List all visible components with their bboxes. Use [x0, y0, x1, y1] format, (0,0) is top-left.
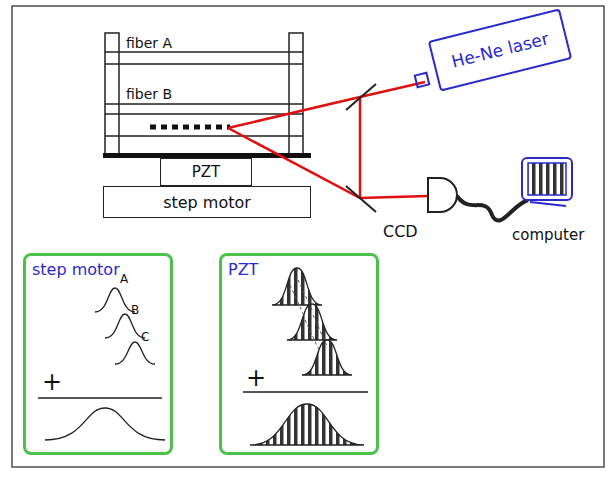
- ccd-detector: [428, 178, 457, 212]
- step-motor-panel: step motor: [23, 253, 173, 455]
- laser-nozzle: [415, 73, 430, 88]
- fiber-label: fiber A: [126, 35, 172, 51]
- mirror: [346, 84, 376, 212]
- plus-sign: +: [42, 368, 62, 396]
- pzt-box: PZT: [160, 158, 252, 186]
- sum-line: [38, 397, 162, 399]
- node-text: PZT: [192, 163, 220, 181]
- fiber-holder: [105, 33, 303, 155]
- node-text: He-Ne laser: [449, 28, 550, 71]
- striped-gaussian: [250, 268, 364, 445]
- cable: [457, 196, 528, 221]
- pzt-panel: PZT: [219, 253, 379, 455]
- curve-label: C: [141, 330, 149, 344]
- device-label: CCD: [383, 222, 418, 241]
- node-text: PZT: [228, 260, 258, 279]
- node-text: step motor: [32, 260, 120, 279]
- gaussian-curve: [45, 288, 165, 440]
- computer-monitor: [522, 158, 572, 206]
- curve-label: A: [120, 272, 128, 286]
- plus-sign: +: [246, 364, 266, 392]
- node-text: step motor: [163, 193, 251, 212]
- laser-beam: [228, 82, 428, 198]
- curve-label: B: [131, 303, 139, 317]
- laser-body: He-Ne laser: [428, 8, 573, 91]
- fiber-grating: [150, 125, 230, 130]
- frame: [12, 6, 604, 467]
- step-motor-box: step motor: [103, 186, 311, 218]
- shift-guide: [290, 280, 328, 352]
- fiber-label: fiber B: [126, 86, 172, 102]
- device-label: computer: [512, 226, 584, 244]
